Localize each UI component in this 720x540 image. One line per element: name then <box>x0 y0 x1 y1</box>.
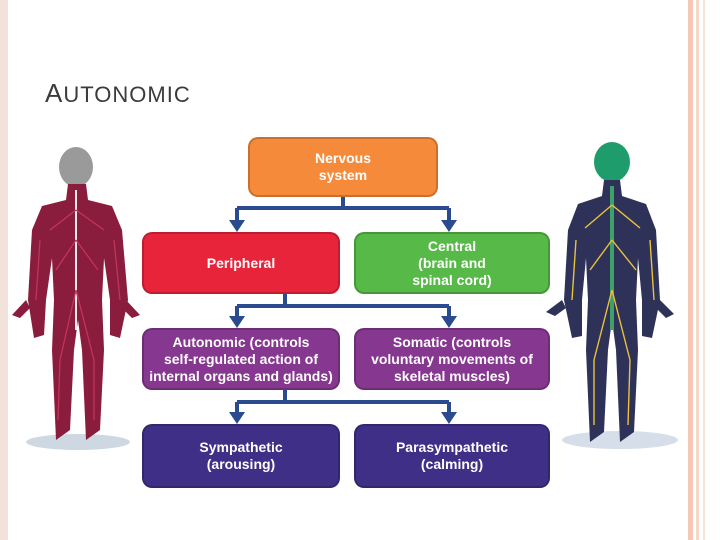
slide-right-border-2 <box>696 0 699 540</box>
connector-lines <box>235 196 451 414</box>
arrow-head <box>441 220 457 232</box>
peripheral-box: Peripheral <box>142 232 340 294</box>
slide-left-border <box>0 0 8 540</box>
autonomic-box: Autonomic (controls self-regulated actio… <box>142 328 340 390</box>
left-human-figure <box>12 147 140 450</box>
slide-right-border <box>688 0 693 540</box>
nervous-system-box: Nervous system <box>248 137 438 197</box>
arrow-heads <box>229 220 457 424</box>
arrow-head <box>229 316 245 328</box>
parasympathetic-box: Parasympathetic (calming) <box>354 424 550 488</box>
somatic-box: Somatic (controls voluntary movements of… <box>354 328 550 390</box>
arrow-head <box>441 316 457 328</box>
slide-right-border-3 <box>703 0 705 540</box>
arrow-head <box>229 220 245 232</box>
arrow-head <box>229 412 245 424</box>
central-box: Central (brain and spinal cord) <box>354 232 550 294</box>
arrow-head <box>441 412 457 424</box>
sympathetic-box: Sympathetic (arousing) <box>142 424 340 488</box>
slide-title: AUTONOMIC <box>45 78 191 108</box>
right-human-figure <box>546 142 678 449</box>
